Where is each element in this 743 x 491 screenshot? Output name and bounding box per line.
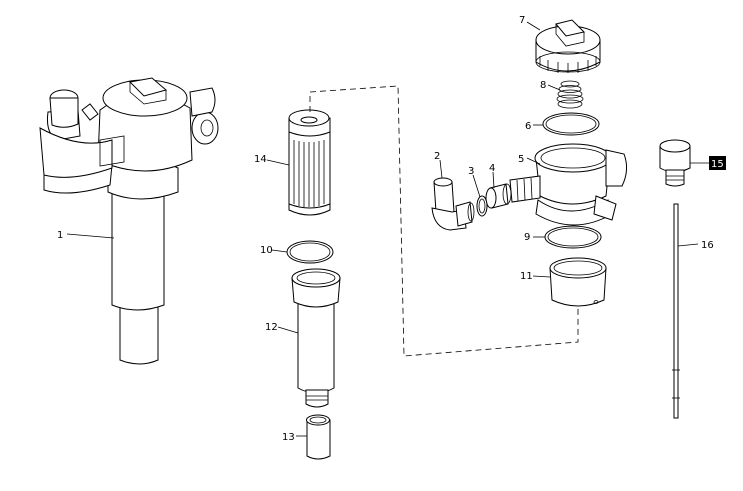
- part-8-spring[interactable]: [556, 80, 584, 109]
- part-16-rod[interactable]: [672, 203, 680, 419]
- part-4-adapter[interactable]: [485, 183, 512, 209]
- part-13-sleeve[interactable]: [306, 414, 331, 460]
- part-6-o-ring[interactable]: [542, 112, 600, 136]
- part-9-o-ring[interactable]: [544, 225, 602, 249]
- part-3-washer[interactable]: [476, 195, 488, 217]
- part-5-filter-head[interactable]: [509, 143, 628, 226]
- callout-7: 7: [519, 15, 525, 26]
- callout-2: 2: [434, 151, 440, 162]
- callout-13: 13: [282, 432, 295, 443]
- callout-15-highlight: [709, 156, 726, 170]
- callout-3: 3: [468, 166, 474, 177]
- callout-5: 5: [518, 154, 524, 165]
- callout-14: 14: [254, 154, 267, 165]
- callout-16: 16: [701, 240, 714, 251]
- callout-4: 4: [489, 163, 495, 174]
- part-14-filter-element[interactable]: [288, 109, 331, 216]
- callout-labels: 1 2 3 4 5 6 7 8 9 10 11 12 13 14 15 16: [57, 15, 726, 443]
- callout-8: 8: [540, 80, 546, 91]
- part-11-bowl-nut[interactable]: [549, 257, 607, 307]
- callout-15: 15: [711, 159, 724, 170]
- assembly-dashed-line: [309, 85, 579, 357]
- part-7-cap[interactable]: [535, 19, 601, 73]
- part-12-bowl[interactable]: [291, 268, 341, 408]
- callout-1: 1: [57, 230, 63, 241]
- callout-9: 9: [524, 232, 530, 243]
- part-10-o-ring[interactable]: [286, 240, 334, 264]
- part-1-filter-assembly[interactable]: [39, 77, 219, 365]
- leader-lines: [66, 21, 710, 437]
- callout-10: 10: [260, 245, 273, 256]
- callout-6: 6: [525, 121, 531, 132]
- callout-11: 11: [520, 271, 533, 282]
- part-2-elbow-fitting[interactable]: [431, 177, 475, 231]
- part-15-indicator[interactable]: [659, 139, 691, 187]
- callout-12: 12: [265, 322, 278, 333]
